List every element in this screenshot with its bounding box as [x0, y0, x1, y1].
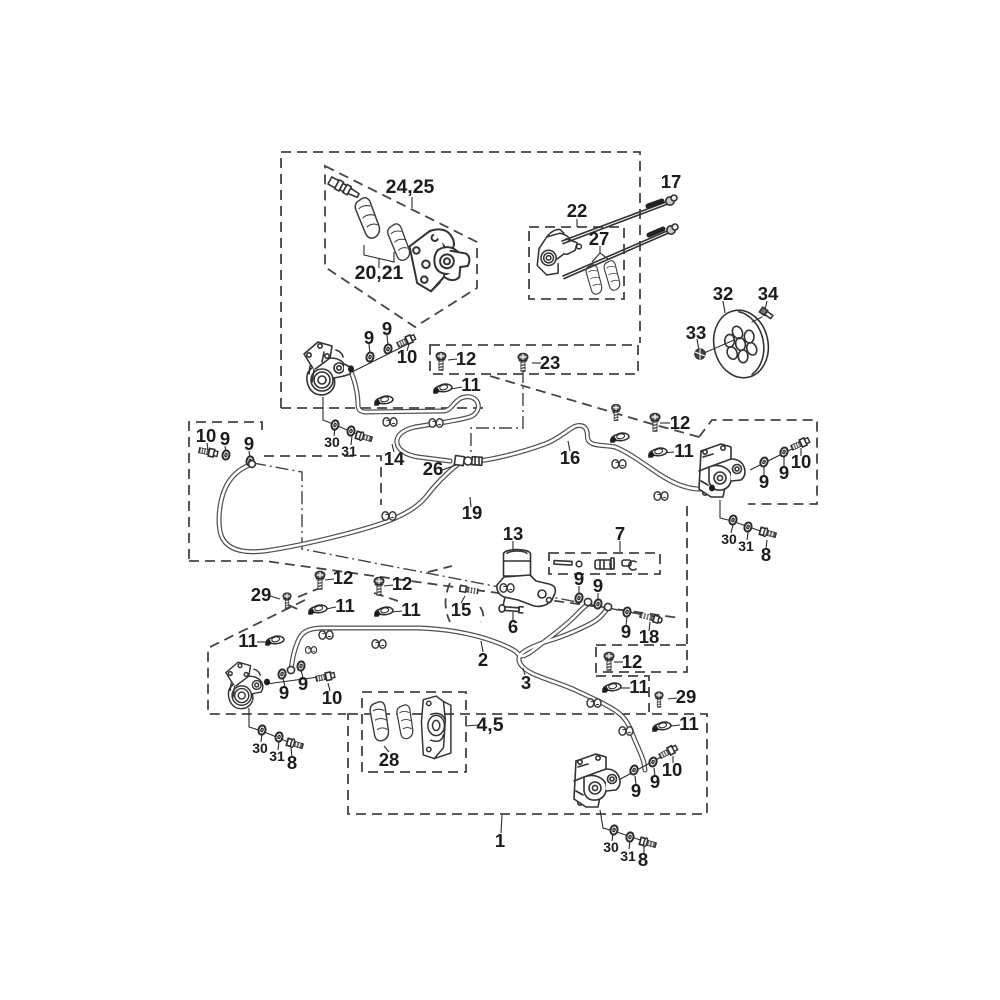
svg-text:9: 9	[364, 327, 374, 348]
svg-text:3: 3	[521, 672, 531, 693]
svg-text:12: 12	[392, 573, 413, 594]
svg-text:11: 11	[674, 440, 694, 461]
svg-text:11: 11	[335, 595, 355, 616]
svg-text:30: 30	[324, 434, 340, 450]
svg-text:11: 11	[629, 676, 649, 697]
svg-text:23: 23	[540, 352, 561, 373]
svg-text:32: 32	[713, 283, 734, 304]
svg-text:9: 9	[593, 575, 603, 596]
svg-text:18: 18	[639, 626, 660, 647]
svg-text:9: 9	[382, 318, 392, 339]
svg-text:31: 31	[269, 748, 285, 764]
svg-text:10: 10	[791, 451, 812, 472]
svg-text:10: 10	[397, 346, 418, 367]
svg-text:29: 29	[676, 686, 697, 707]
svg-text:22: 22	[567, 200, 588, 221]
svg-text:30: 30	[721, 531, 737, 547]
svg-text:12: 12	[622, 651, 643, 672]
svg-text:2: 2	[478, 649, 488, 670]
svg-text:30: 30	[252, 740, 268, 756]
svg-text:29: 29	[251, 584, 272, 605]
svg-text:12: 12	[670, 412, 691, 433]
svg-text:8: 8	[638, 849, 648, 870]
svg-text:9: 9	[574, 568, 584, 589]
svg-text:9: 9	[220, 428, 230, 449]
svg-text:26: 26	[423, 458, 444, 479]
svg-text:12: 12	[333, 567, 354, 588]
svg-text:11: 11	[679, 713, 699, 734]
svg-text:11: 11	[238, 630, 258, 651]
svg-text:24,25: 24,25	[386, 176, 435, 198]
svg-text:9: 9	[631, 780, 641, 801]
svg-text:7: 7	[615, 523, 625, 544]
svg-text:17: 17	[661, 171, 682, 192]
svg-text:13: 13	[503, 523, 524, 544]
svg-text:14: 14	[384, 448, 405, 469]
svg-text:1: 1	[495, 830, 505, 851]
svg-text:4,5: 4,5	[476, 714, 503, 736]
svg-text:31: 31	[341, 443, 357, 459]
svg-text:31: 31	[620, 848, 636, 864]
svg-text:12: 12	[456, 348, 477, 369]
svg-text:8: 8	[761, 544, 771, 565]
svg-text:34: 34	[758, 283, 779, 304]
svg-text:11: 11	[401, 599, 421, 620]
svg-text:9: 9	[779, 462, 789, 483]
svg-text:31: 31	[738, 538, 754, 554]
svg-text:11: 11	[461, 374, 481, 395]
svg-text:33: 33	[686, 322, 707, 343]
svg-text:28: 28	[379, 749, 400, 770]
svg-text:9: 9	[279, 682, 289, 703]
svg-text:9: 9	[759, 471, 769, 492]
svg-text:9: 9	[621, 621, 631, 642]
svg-text:6: 6	[508, 616, 518, 637]
svg-text:9: 9	[298, 673, 308, 694]
svg-text:9: 9	[650, 771, 660, 792]
svg-text:9: 9	[244, 433, 254, 454]
svg-text:10: 10	[662, 759, 683, 780]
svg-text:27: 27	[589, 228, 610, 249]
svg-text:30: 30	[603, 839, 619, 855]
svg-text:20,21: 20,21	[355, 262, 404, 284]
svg-text:15: 15	[451, 599, 472, 620]
svg-text:19: 19	[462, 502, 483, 523]
svg-text:8: 8	[287, 752, 297, 773]
svg-text:10: 10	[322, 687, 343, 708]
svg-text:10: 10	[196, 425, 217, 446]
svg-text:16: 16	[560, 447, 581, 468]
